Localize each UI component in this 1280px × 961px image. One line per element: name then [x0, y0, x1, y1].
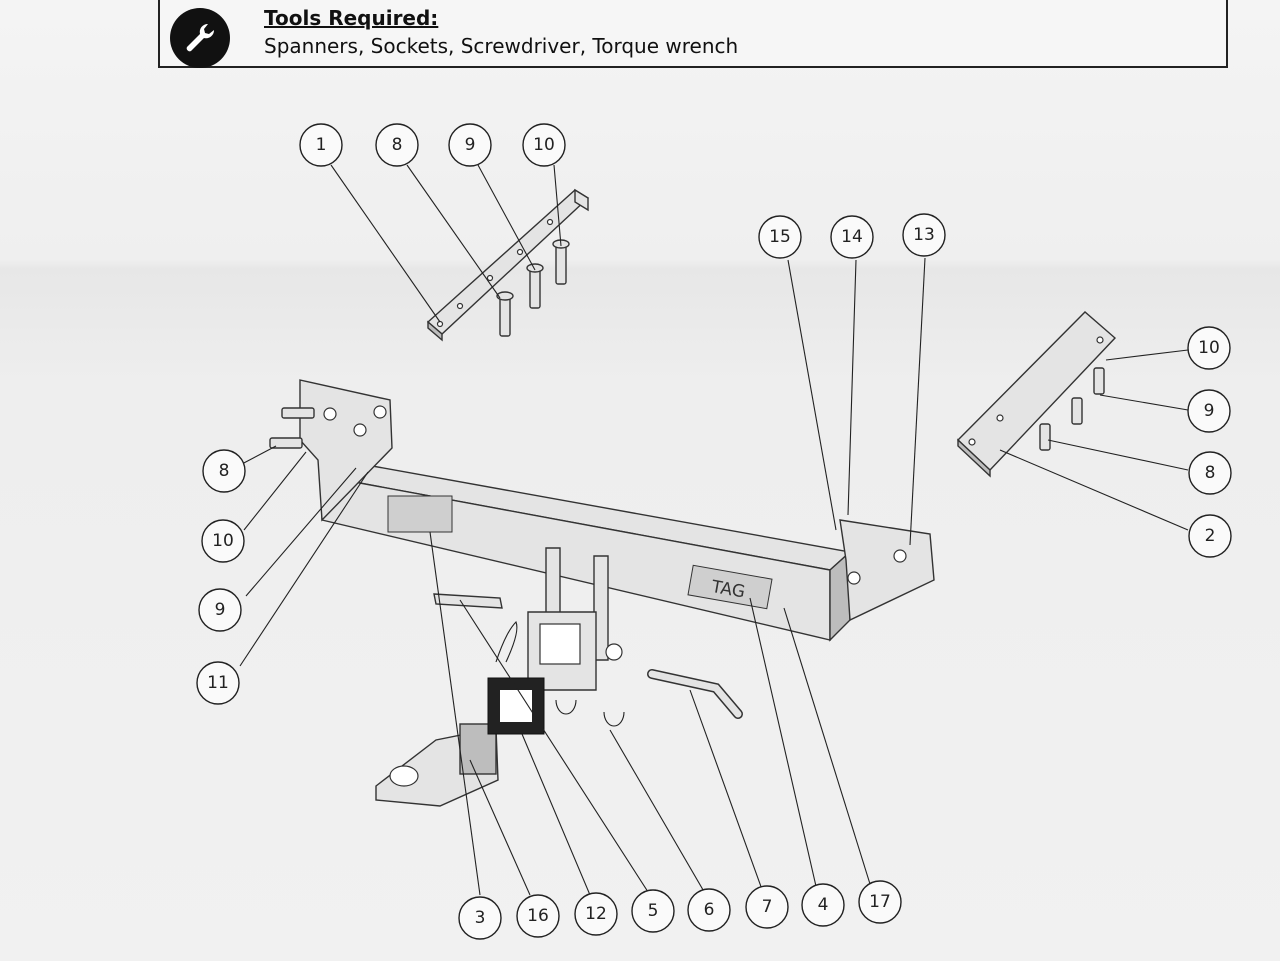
callout-5: 5: [631, 889, 675, 933]
loose-bolt-left: [269, 407, 315, 449]
tools-title: Tools Required:: [264, 6, 439, 30]
svg-text:2: 2: [1205, 526, 1216, 546]
callout-13: 13: [902, 213, 946, 257]
callout-2: 2: [1188, 514, 1232, 558]
callout-8-right: 8: [1188, 451, 1232, 495]
leader-lines: [239, 164, 1189, 896]
callout-9-top: 9: [448, 123, 492, 167]
callout-3: 3: [458, 896, 502, 940]
tools-list: Spanners, Sockets, Screwdriver, Torque w…: [264, 34, 739, 58]
pin-and-shackles: [495, 621, 625, 727]
tools-required-box: Tools Required: Spanners, Sockets, Screw…: [158, 0, 1228, 68]
callout-12: 12: [574, 892, 618, 936]
svg-text:15: 15: [769, 227, 791, 247]
svg-text:9: 9: [465, 135, 476, 155]
svg-text:6: 6: [704, 900, 715, 920]
svg-text:1: 1: [316, 135, 327, 155]
wrench-icon: [170, 8, 230, 68]
svg-text:8: 8: [1205, 463, 1216, 483]
svg-text:10: 10: [212, 531, 234, 551]
callout-16: 16: [516, 894, 560, 938]
callout-10-right: 10: [1187, 326, 1231, 370]
svg-text:5: 5: [648, 901, 659, 921]
callout-9-right: 9: [1187, 389, 1231, 433]
callout-7: 7: [745, 885, 789, 929]
small-plate: [433, 593, 503, 609]
callout-6: 6: [687, 888, 731, 932]
svg-text:12: 12: [585, 904, 607, 924]
svg-text:16: 16: [527, 906, 549, 926]
right-chassis-bracket: [956, 311, 1117, 478]
svg-text:10: 10: [1198, 338, 1220, 358]
svg-text:9: 9: [1204, 401, 1215, 421]
receiver-cover: [487, 677, 545, 735]
callout-10-top: 10: [522, 123, 566, 167]
callout-17: 17: [858, 880, 902, 924]
callout-9-left: 9: [198, 588, 242, 632]
svg-text:11: 11: [207, 673, 229, 693]
svg-text:10: 10: [533, 135, 555, 155]
callout-14: 14: [830, 215, 874, 259]
svg-text:17: 17: [869, 892, 891, 912]
callout-10-left: 10: [201, 519, 245, 563]
callout-8-left: 8: [202, 449, 246, 493]
callout-11: 11: [196, 661, 240, 705]
callout-8-top: 8: [375, 123, 419, 167]
hitch-pin: [647, 669, 743, 719]
svg-text:3: 3: [475, 908, 486, 928]
callout-4: 4: [801, 883, 845, 927]
svg-text:13: 13: [913, 225, 935, 245]
callout-1: 1: [299, 123, 343, 167]
svg-text:8: 8: [219, 461, 230, 481]
svg-text:4: 4: [818, 895, 829, 915]
svg-text:9: 9: [215, 600, 226, 620]
tow-tongue: [375, 723, 499, 807]
main-crossbar: TAG: [299, 379, 935, 642]
svg-text:7: 7: [762, 897, 773, 917]
svg-text:8: 8: [392, 135, 403, 155]
left-chassis-bracket: [426, 188, 590, 342]
receiver-hitch: [527, 547, 623, 691]
svg-text:14: 14: [841, 227, 863, 247]
callout-15: 15: [758, 215, 802, 259]
